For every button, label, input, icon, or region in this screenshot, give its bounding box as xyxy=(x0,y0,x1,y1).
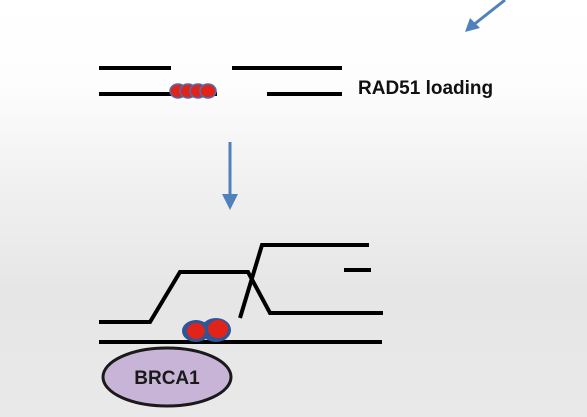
top-left-lower-strand xyxy=(99,92,217,96)
top-right-upper-strand xyxy=(232,66,342,70)
rad51-loading-label: RAD51 loading xyxy=(358,78,493,99)
displaced-strand-stub xyxy=(344,268,371,272)
rad51-filament-top xyxy=(169,83,217,99)
resected-dna-top xyxy=(99,66,342,96)
top-right-lower-strand xyxy=(267,92,342,96)
brca1-label: BRCA1 xyxy=(134,368,200,389)
down-arrow xyxy=(222,142,238,210)
donor-lower-strand xyxy=(99,340,382,344)
brca1-protein: BRCA1 xyxy=(101,346,233,408)
diagonal-arrow xyxy=(465,0,506,32)
strand-invasion-dna xyxy=(99,243,383,344)
top-left-upper-strand xyxy=(99,66,171,70)
invading-strand-left xyxy=(99,270,383,324)
invading-strand-cross xyxy=(238,243,369,319)
rad51-filament-bottom xyxy=(182,318,231,342)
